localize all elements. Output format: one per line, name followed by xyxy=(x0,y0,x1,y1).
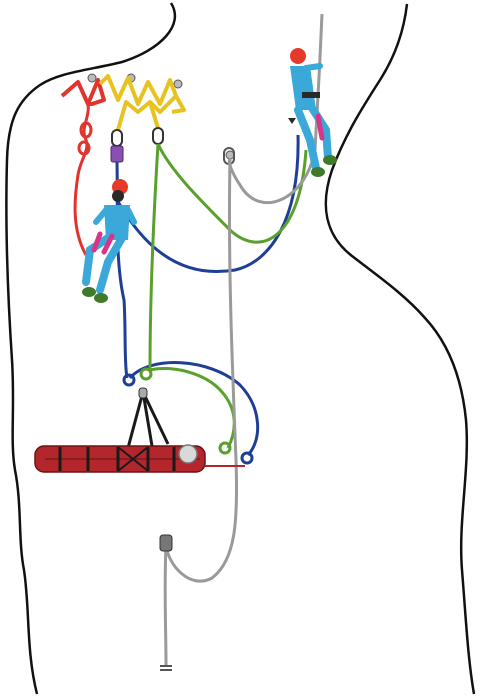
green-knot-right xyxy=(220,443,230,453)
blue-rope xyxy=(117,135,298,378)
anchor-bolts xyxy=(88,74,234,159)
blue-knot-right xyxy=(242,453,252,463)
green-knot-left xyxy=(141,369,151,379)
yellow-anchor-sling-2 xyxy=(150,96,184,128)
rope-end-marker xyxy=(160,666,172,670)
rescuer-lower xyxy=(82,179,134,303)
yellow-anchor-sling xyxy=(100,76,176,130)
grey-rope-device xyxy=(160,535,172,551)
casualty-helmet xyxy=(179,445,197,463)
green-rope xyxy=(150,144,306,448)
carabiner-right xyxy=(153,128,163,144)
stretcher-bridle xyxy=(128,392,168,448)
red-anchor-sling xyxy=(62,80,104,104)
ascender-arrow xyxy=(288,118,296,124)
rescuer-upper-helmet xyxy=(290,48,306,64)
carabiner-left xyxy=(112,130,122,146)
descender-device xyxy=(111,146,123,162)
rock-outline-right xyxy=(326,4,474,694)
bridle-ring xyxy=(139,388,147,398)
rescuer-upper xyxy=(288,48,337,177)
blue-knot-left xyxy=(124,375,134,385)
